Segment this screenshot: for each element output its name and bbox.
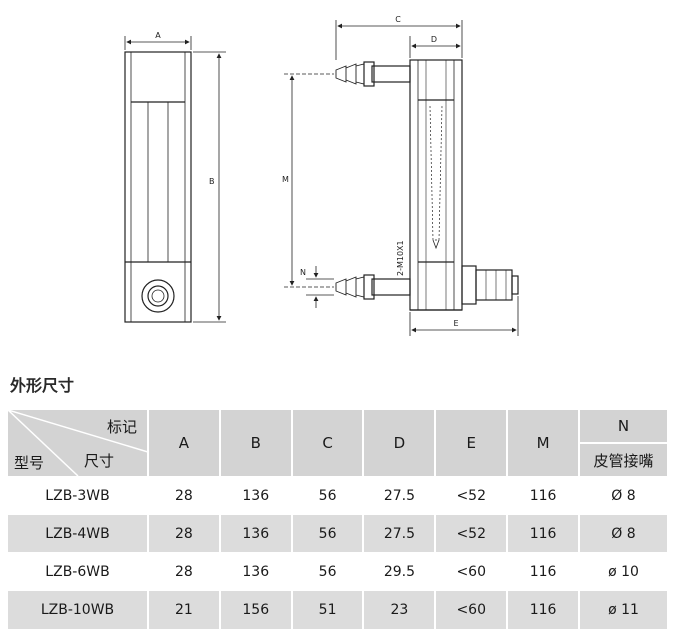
cell-model: LZB-4WB [8, 514, 149, 553]
table-row: LZB-6WB 28 136 56 29.5 <60 116 ø 10 [8, 552, 667, 591]
cell-e: <52 [435, 514, 509, 553]
spec-table: 标记 尺寸 型号 A B C D E M N 皮管接嘴 LZB-3WB 28 1… [8, 410, 667, 629]
cell-m: 116 [507, 590, 580, 629]
col-header-n-title: N [617, 417, 630, 435]
corner-diagonals [8, 410, 148, 476]
table-row: LZB-3WB 28 136 56 27.5 <52 116 Ø 8 [8, 476, 667, 515]
dim-d [409, 36, 461, 58]
cell-b: 136 [219, 514, 293, 553]
cell-e: <52 [435, 476, 509, 515]
corner-label-mark: 标记 [106, 418, 137, 436]
cell-b: 136 [219, 476, 293, 515]
dim-c [335, 20, 463, 60]
corner-header: 标记 尺寸 型号 [8, 410, 149, 477]
col-header-m: M [507, 410, 580, 477]
front-view [124, 51, 192, 323]
cell-model: LZB-10WB [8, 590, 149, 629]
cell-b: 156 [219, 590, 293, 629]
corner-label-dimension: 尺寸 [84, 452, 115, 470]
cell-c: 56 [291, 476, 365, 515]
dim-e-label: E [453, 319, 458, 328]
col-header-b: B [219, 410, 293, 477]
cell-d: 29.5 [363, 552, 437, 591]
table-header-row: 标记 尺寸 型号 A B C D E M N 皮管接嘴 [8, 410, 667, 477]
cell-d: 27.5 [363, 514, 437, 553]
cell-e: <60 [435, 552, 509, 591]
cell-m: 116 [507, 476, 580, 515]
cell-a: 28 [148, 514, 221, 553]
dim-a [124, 36, 192, 50]
cell-c: 56 [291, 514, 365, 553]
cell-a: 28 [148, 476, 221, 515]
dim-n [306, 266, 334, 308]
col-header-a: A [148, 410, 221, 477]
cell-n: ø 11 [579, 590, 667, 629]
table-row: LZB-4WB 28 136 56 27.5 <52 116 Ø 8 [8, 514, 667, 553]
technical-drawing: A B [124, 15, 519, 336]
thread-label: 2-M10X1 [396, 240, 405, 276]
cell-m: 116 [507, 514, 580, 553]
cell-d: 23 [363, 590, 437, 629]
dim-m-label: M [282, 175, 289, 184]
cell-model: LZB-6WB [8, 552, 149, 591]
dim-n-label: N [300, 268, 306, 277]
cell-c: 51 [291, 590, 365, 629]
cell-e: <60 [435, 590, 509, 629]
cell-c: 56 [291, 552, 365, 591]
col-header-n-subtitle: 皮管接嘴 [580, 442, 667, 476]
dim-a-label: A [155, 31, 161, 40]
dim-c-label: C [395, 15, 401, 24]
cell-n: Ø 8 [579, 514, 667, 553]
dim-e [409, 296, 519, 336]
col-header-n: N 皮管接嘴 [579, 410, 667, 477]
col-header-e: E [435, 410, 509, 477]
cell-model: LZB-3WB [8, 476, 149, 515]
cell-m: 116 [507, 552, 580, 591]
cell-d: 27.5 [363, 476, 437, 515]
table-row: LZB-10WB 21 156 51 23 <60 116 ø 11 [8, 590, 667, 629]
col-header-c: C [291, 410, 365, 477]
side-view [335, 59, 519, 311]
section-title: 外形尺寸 [10, 376, 75, 395]
cell-n: ø 10 [579, 552, 667, 591]
dim-m [284, 73, 334, 288]
cell-a: 21 [148, 590, 221, 629]
corner-label-model: 型号 [14, 454, 45, 472]
col-header-d: D [363, 410, 437, 477]
cell-a: 28 [148, 552, 221, 591]
cell-n: Ø 8 [579, 476, 667, 515]
dim-b [193, 51, 226, 323]
dim-b-label: B [209, 177, 215, 186]
dim-d-label: D [431, 35, 437, 44]
cell-b: 136 [219, 552, 293, 591]
